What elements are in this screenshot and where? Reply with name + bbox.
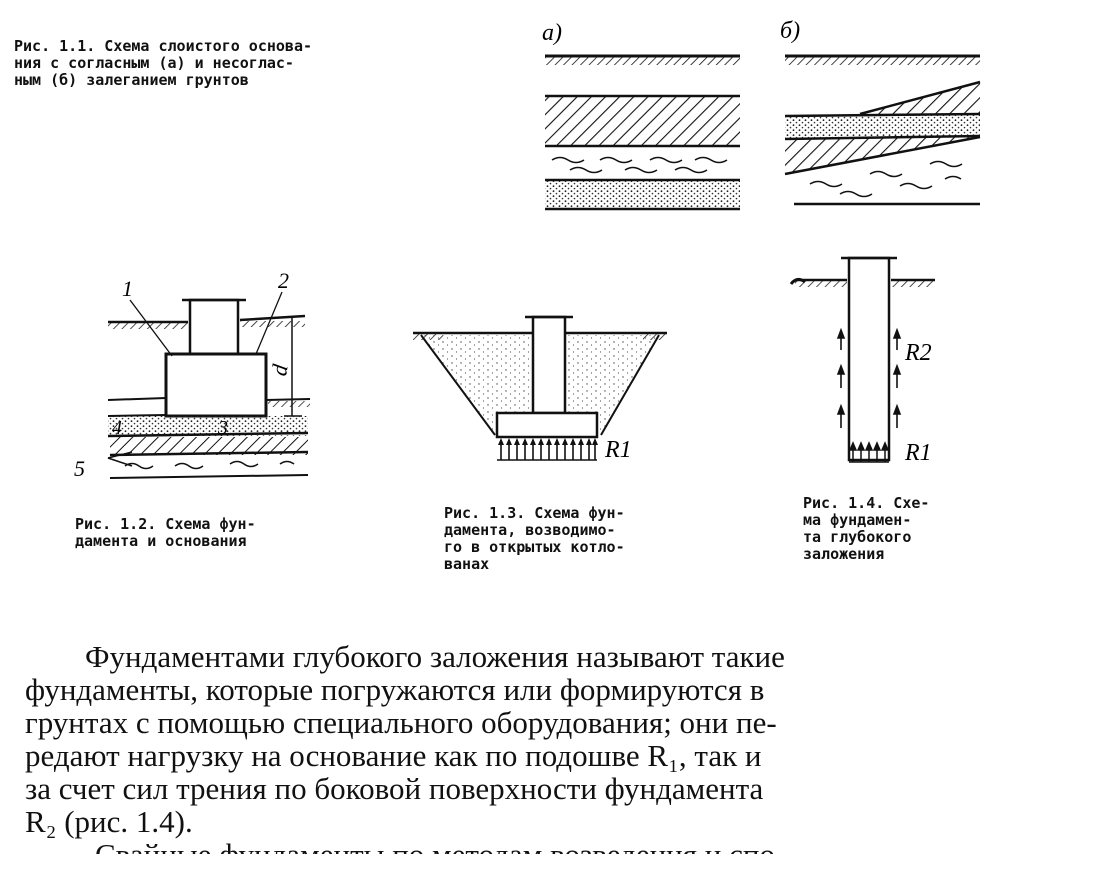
paragraph-line: за счет сил трения по боковой поверхност… bbox=[25, 771, 764, 806]
figure-1-2-caption: Рис. 1.2. Схема фун- дамента и основания bbox=[75, 515, 256, 550]
figure-1-3-diagram: R1 bbox=[413, 315, 667, 463]
paragraph-line: R₂ (рис. 1.4). bbox=[25, 804, 193, 839]
figure-1-1a-label: а) bbox=[542, 20, 562, 46]
figure-1-3-force-label: R1 bbox=[604, 437, 632, 463]
label-4: 4 bbox=[112, 417, 122, 439]
figure-1-1-caption: Рис. 1.1. Схема слоистого основа- ния с … bbox=[14, 37, 313, 89]
label-5: 5 bbox=[74, 456, 85, 481]
paragraph-line: фундаменты, которые погружаются или форм… bbox=[25, 672, 765, 707]
label-3: 3 bbox=[217, 417, 228, 439]
figure-1-4-diagram: R2 R1 bbox=[789, 256, 935, 466]
figure-1-4-force-label-bottom: R1 bbox=[904, 440, 932, 466]
paragraph-next-line-fragment: Свайные фундаменты по методам возведения… bbox=[95, 838, 1045, 854]
figure-1-1b-diagram: б) bbox=[780, 18, 981, 206]
figure-1-3-caption: Рис. 1.3. Схема фун- дамента, возводимо-… bbox=[444, 504, 625, 573]
figure-1-4-force-label-top: R2 bbox=[904, 340, 932, 366]
figure-1-2-diagram: d 1 2 3 4 5 bbox=[74, 268, 311, 481]
paragraph-line: Фундаментами глубокого заложения называю… bbox=[85, 639, 785, 674]
figure-1-1a-diagram: а) bbox=[542, 20, 740, 211]
figure-1-4-caption: Рис. 1.4. Схе- ма фундамен- та глубокого… bbox=[803, 494, 930, 563]
figure-1-1b-label: б) bbox=[780, 18, 800, 44]
body-paragraph: Фундаментами глубокого заложения называю… bbox=[25, 639, 1045, 854]
label-d: d bbox=[266, 361, 293, 377]
label-2: 2 bbox=[278, 268, 289, 293]
paragraph-line: грунтах с помощью специального оборудова… bbox=[25, 705, 777, 740]
paragraph-line: редают нагрузку на основание как по подо… bbox=[25, 738, 762, 773]
label-1: 1 bbox=[122, 276, 133, 301]
